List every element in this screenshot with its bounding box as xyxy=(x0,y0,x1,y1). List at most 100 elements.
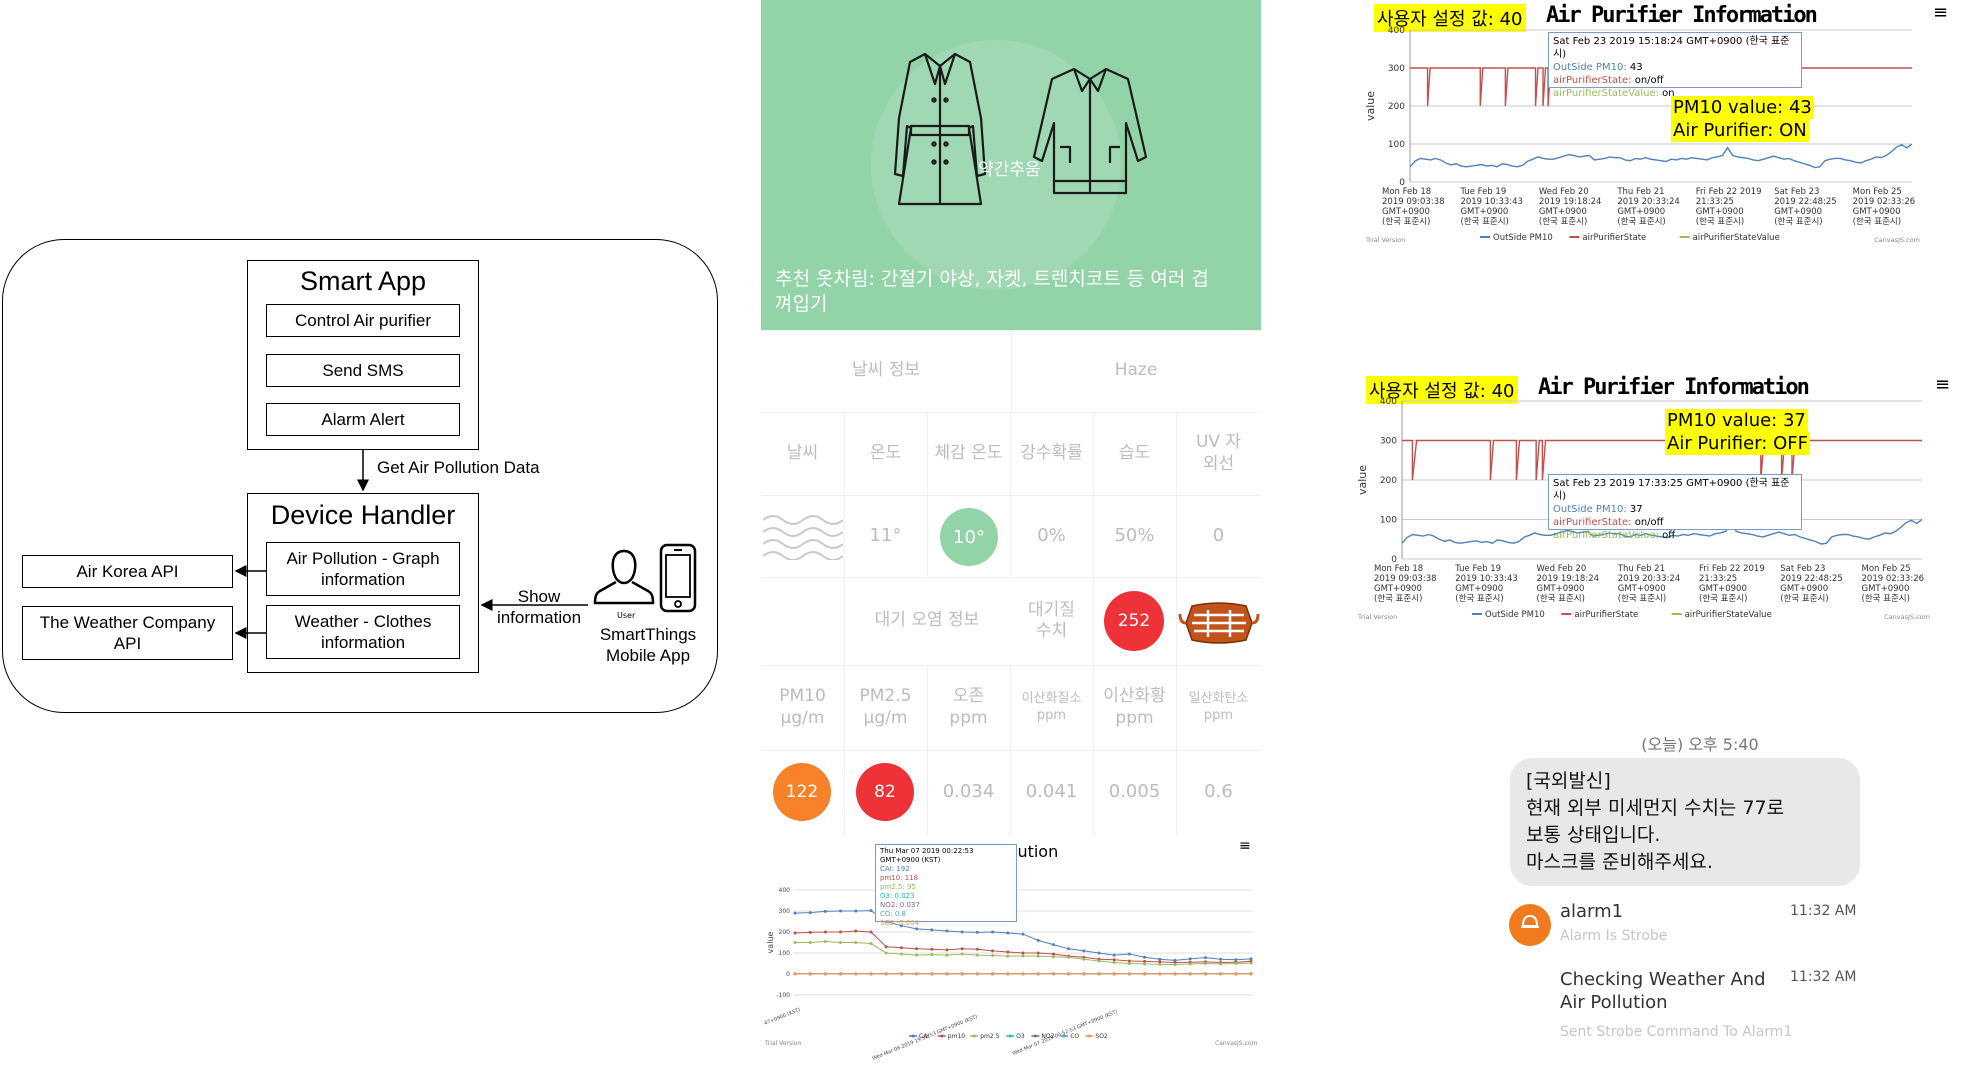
smart-app-box xyxy=(247,260,479,450)
data-point xyxy=(930,953,934,957)
data-point xyxy=(1051,952,1055,956)
tooltip-pm10-val-1: 43 xyxy=(1629,62,1643,73)
air-quality-index-badge: 252 xyxy=(1104,591,1164,651)
tooltip-date-2: Sat Feb 23 2019 17:33:25 GMT+0900 (한국 표준… xyxy=(1553,478,1790,502)
tooltip-sv-row-1: airPurifierStateValue: on xyxy=(1553,87,1797,100)
pollution-chart-menu-icon[interactable]: ≡ xyxy=(1239,838,1251,854)
annotation-state-2: Air Purifier: OFF xyxy=(1665,432,1810,455)
x-tick-label: GMT+0900 xyxy=(1774,207,1822,217)
data-point xyxy=(1082,972,1086,976)
header-uv: UV 자외선 xyxy=(1195,432,1242,474)
data-point xyxy=(1021,954,1025,958)
notification-item-1[interactable]: alarm1 Alarm Is Strobe 11:32 AM xyxy=(1505,898,1885,958)
sms-line-2: 현재 외부 미세먼지 수치는 77로 xyxy=(1526,797,1785,819)
legend-marker xyxy=(972,1034,976,1038)
data-point xyxy=(945,953,949,957)
purifier-tooltip-2: Sat Feb 23 2019 17:33:25 GMT+0900 (한국 표준… xyxy=(1548,474,1802,541)
tooltip-pm10: pm10: 118 xyxy=(880,874,919,882)
data-point xyxy=(1219,972,1223,976)
sms-line-1: [국외발신] xyxy=(1526,770,1611,792)
x-tick-label: 2019 10:33:43 xyxy=(1460,197,1523,207)
diagram-arrows xyxy=(234,450,588,639)
data-point xyxy=(808,941,812,944)
data-point xyxy=(1067,955,1071,959)
x-tick-label: GMT+0900 xyxy=(1853,207,1901,217)
notification-item-2[interactable]: Checking Weather And Air Pollution Sent … xyxy=(1505,964,1885,1064)
legend-label: O3 xyxy=(1016,1033,1025,1040)
data-point xyxy=(1051,972,1055,976)
data-point xyxy=(1143,972,1147,976)
data-point xyxy=(991,930,995,934)
get-data-label: Get Air Pollution Data xyxy=(377,458,540,477)
tooltip-state-row-2: airPurifierState: on/off xyxy=(1553,516,1797,529)
purifier-chart-menu-icon-2[interactable]: ≡ xyxy=(1935,374,1951,395)
data-point xyxy=(1249,957,1253,961)
humidity-value: 50% xyxy=(1114,524,1155,546)
pollution-info-title: 대기 오염 정보 xyxy=(874,610,980,631)
data-point xyxy=(899,946,903,950)
data-point xyxy=(1203,962,1207,965)
sms-bubble[interactable]: [국외발신] 현재 외부 미세먼지 수치는 77로 보통 상태입니다. 마스크를… xyxy=(1510,758,1860,886)
data-point xyxy=(1067,947,1071,951)
y-tick-label: 100 xyxy=(1388,140,1405,150)
tooltip-state-row-1: airPurifierState: on/off xyxy=(1553,74,1797,87)
data-point xyxy=(991,954,995,958)
data-point xyxy=(1051,943,1055,947)
data-point xyxy=(1112,960,1116,964)
pollution-chart-tooltip: Thu Mar 07 2019 00:22:53 GMT+0900 (KST) … xyxy=(875,844,1017,927)
data-point xyxy=(884,951,888,955)
data-point xyxy=(839,930,843,934)
data-point xyxy=(1067,972,1071,976)
weather-company-api-box: The Weather Company API xyxy=(22,606,233,660)
data-point xyxy=(1097,959,1101,963)
data-point xyxy=(854,941,858,944)
annotation-pm10-1: PM10 value: 43 xyxy=(1671,96,1814,119)
y-axis-label: value xyxy=(1364,91,1377,121)
notification-time-2: 11:32 AM xyxy=(1790,969,1857,985)
x-tick-label: Thu Feb 21 xyxy=(1617,564,1665,574)
data-point xyxy=(975,972,979,976)
data-point xyxy=(1127,952,1131,956)
tooltip-sv-label-1: airPurifierStateValue: xyxy=(1553,88,1659,99)
legend-label: airPurifierState xyxy=(1574,610,1638,620)
header-feels-like: 체감 온도 xyxy=(934,442,1003,463)
data-point xyxy=(991,949,995,953)
data-point xyxy=(793,972,797,976)
tooltip-date: Thu Mar 07 2019 00:22:53 GMT+0900 (KST) xyxy=(880,847,974,864)
x-tick-label: 2019 22:48:25 xyxy=(1780,574,1843,584)
data-point xyxy=(930,928,934,932)
tooltip-pm10-row-2: OutSide PM10: 37 xyxy=(1553,503,1797,516)
y-tick-label: 100 xyxy=(779,950,791,957)
data-point xyxy=(899,924,903,928)
x-tick-label: GMT+0900 xyxy=(1455,584,1503,594)
user-setting-label-1: 사용자 설정 값: 40 xyxy=(1374,4,1526,32)
data-point xyxy=(1082,957,1086,961)
message-timestamp: (오늘) 오후 5:40 xyxy=(1641,735,1759,754)
alarm-avatar xyxy=(1509,904,1551,946)
system-boundary xyxy=(2,239,718,713)
tooltip-date-1: Sat Feb 23 2019 15:18:24 GMT+0900 (한국 표준… xyxy=(1553,36,1790,60)
data-point xyxy=(899,952,903,956)
x-tick-label: 2019 10:33:43 xyxy=(1455,574,1518,584)
data-point xyxy=(1021,951,1025,955)
data-point xyxy=(945,972,949,976)
tooltip-pm10-label-1: OutSide PM10: xyxy=(1553,62,1627,73)
data-point xyxy=(823,930,827,934)
y-tick-label: 0 xyxy=(1399,178,1405,188)
purifier-chart-menu-icon-1[interactable]: ≡ xyxy=(1933,2,1949,23)
y-tick-label: 200 xyxy=(1388,102,1405,112)
data-point xyxy=(1036,938,1040,942)
trench-coat-icon xyxy=(893,52,987,206)
haze-icon xyxy=(763,515,843,560)
data-point xyxy=(960,947,964,951)
data-point xyxy=(1143,959,1147,963)
header-precip: 강수확률 xyxy=(1020,442,1083,463)
tooltip-so2: SO2: 0.004 xyxy=(880,919,920,927)
y-tick-label: 0 xyxy=(1391,555,1397,565)
series-airPurifierState xyxy=(1410,67,1912,107)
x-tick-label: (한국 표준시) xyxy=(1780,594,1828,604)
data-point xyxy=(1006,931,1010,935)
y-tick-label: 300 xyxy=(1388,64,1405,74)
temp-value: 11° xyxy=(869,524,902,546)
data-point xyxy=(975,947,979,951)
